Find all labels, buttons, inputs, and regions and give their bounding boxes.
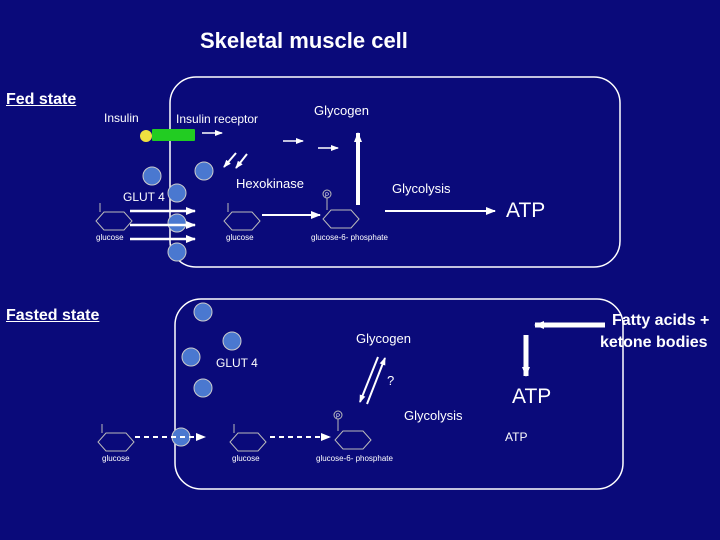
insulin-receptor-icon [152, 129, 195, 141]
glucose-intracellular-label: glucose [226, 233, 254, 242]
glut4-transporter-icon [222, 331, 242, 351]
glut4-transporter-icon [167, 213, 187, 233]
glycogen-up-arrow [366, 357, 386, 405]
glucose-intracellular-label: glucose [232, 454, 260, 463]
glut4-label: GLUT 4 [216, 356, 258, 370]
fasted-state-heading: Fasted state [6, 307, 100, 324]
glycolysis-label: Glycolysis [404, 408, 463, 423]
glucose-hexagon-icon [229, 432, 267, 452]
hexokinase-label: Hexokinase [236, 176, 304, 191]
signal-arrow [223, 152, 237, 168]
glut4-transporter-icon [167, 242, 187, 262]
phosphate-label: P [336, 414, 340, 420]
fed-cell-membrane [169, 76, 621, 268]
g6p-hexagon-icon [322, 209, 360, 229]
fatty-acids-label: Fatty acids + [612, 312, 710, 329]
phosphate-label: P [325, 193, 329, 199]
atp-label: ATP [506, 199, 546, 222]
glycogen-label: Glycogen [314, 103, 369, 118]
atp-small-label: ATP [505, 430, 528, 444]
glucose-extracellular-label: glucose [96, 233, 124, 242]
glut4-transporter-icon [193, 302, 213, 322]
diagram-title: Skeletal muscle cell [200, 28, 408, 53]
question-mark-label: ? [387, 373, 395, 388]
glut4-transporter-icon [194, 161, 214, 181]
glut4-transporter-icon [193, 378, 213, 398]
glucose-hexagon-icon [223, 211, 261, 231]
glucose-hexagon-icon [97, 432, 135, 452]
glucose-extracellular-label: glucose [102, 454, 130, 463]
glut4-label: GLUT 4 [123, 190, 165, 204]
insulin-receptor-label: Insulin receptor [176, 112, 259, 126]
glut4-transporter-icon [167, 183, 187, 203]
signal-arrow [235, 153, 248, 169]
glucose-hexagon-icon [95, 211, 133, 231]
g6p-label: glucose-6- phosphate [311, 233, 388, 242]
insulin-molecule-icon [140, 130, 152, 142]
insulin-label: Insulin [104, 111, 139, 125]
fed-state-heading: Fed state [6, 91, 77, 108]
g6p-hexagon-icon [334, 430, 372, 450]
glut4-transporter-icon [181, 347, 201, 367]
glycogen-label: Glycogen [356, 331, 411, 346]
glycogen-down-arrow [359, 356, 379, 403]
g6p-label: glucose-6- phosphate [316, 454, 393, 463]
glut4-transporter-icon [142, 166, 162, 186]
ketone-bodies-label: ketone bodies [600, 334, 708, 351]
atp-large-label: ATP [512, 385, 552, 408]
fasted-cell-membrane [174, 298, 624, 490]
glycolysis-label: Glycolysis [392, 181, 451, 196]
